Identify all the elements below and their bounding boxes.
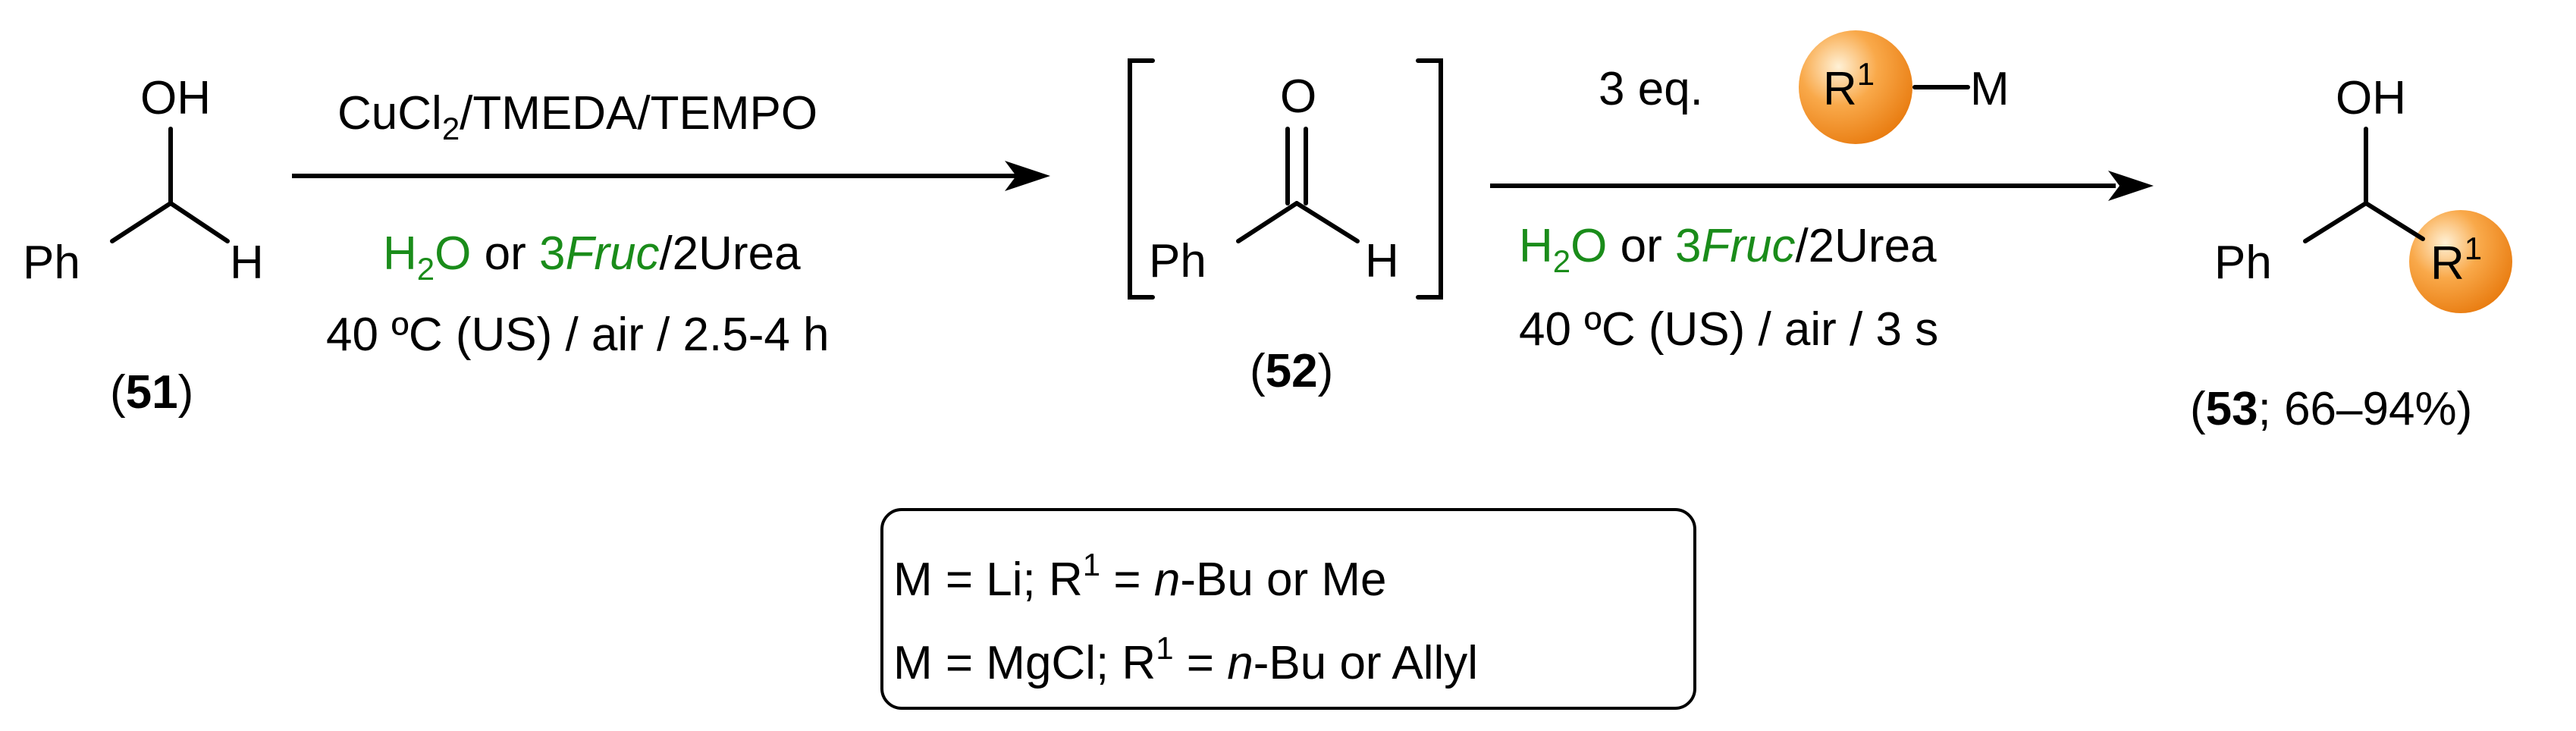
r1-label: R1 [1823, 56, 1875, 115]
h-label: H [1365, 235, 1399, 287]
ph-label: Ph [23, 237, 80, 289]
h-label: H [230, 237, 264, 289]
bond-c-r1 [2364, 201, 2425, 241]
r1-group-sphere [1799, 30, 1912, 144]
step1-reagents: CuCl2/TMEDA/TEMPO [337, 87, 817, 146]
r1-label: R1 [2430, 231, 2482, 290]
compound-51: OH Ph H (51) [23, 72, 264, 419]
reagent-legend-box: M = Li; R1 = n-Bu or Me M = MgCl; R1 = n… [880, 508, 1696, 710]
step1-solvent: H2O or 3Fruc/2Urea [383, 227, 801, 287]
bracket-right [1416, 58, 1443, 300]
ph-label: Ph [1149, 235, 1206, 287]
oh-label: OH [2336, 72, 2406, 124]
arrow-1-head [1005, 161, 1050, 191]
bond-c-h [168, 201, 230, 243]
metal-label: M [1970, 63, 2010, 115]
compound-52-label: (52) [1250, 345, 1333, 397]
organometallic-reagent: R1 M [1799, 30, 2010, 144]
legend-line-1: M = Li; R1 = n-Bu or Me [893, 547, 1387, 606]
step2-equivalents: 3 eq. [1599, 63, 1703, 115]
compound-52: O Ph H (52) [1128, 58, 1443, 397]
reaction-arrow-2 [1490, 171, 2154, 201]
reaction-arrow-1 [292, 161, 1050, 191]
r1-group-sphere [2409, 210, 2512, 313]
compound-53: OH Ph R1 (53; 66–94%) [2190, 72, 2512, 435]
o-label: O [1280, 71, 1316, 123]
step2-solvent: H2O or 3Fruc/2Urea [1519, 220, 1937, 279]
arrow-2-head [2108, 171, 2154, 201]
compound-53-label: (53; 66–94%) [2190, 383, 2472, 435]
compound-51-label: (51) [110, 366, 193, 419]
bond-ph-c [1236, 201, 1299, 243]
legend-border [880, 508, 1696, 710]
bond-c-h [1294, 201, 1360, 243]
ph-label: Ph [2214, 237, 2272, 289]
bond-ph-c [110, 201, 173, 243]
step2-conditions: 40 ºC (US) / air / 3 s [1519, 303, 1938, 356]
bond-ph-c [2303, 201, 2368, 243]
bracket-left [1128, 58, 1155, 300]
oh-label: OH [140, 72, 211, 124]
step1-conditions: 40 ºC (US) / air / 2.5-4 h [326, 309, 830, 361]
legend-line-2: M = MgCl; R1 = n-Bu or Allyl [893, 630, 1478, 689]
